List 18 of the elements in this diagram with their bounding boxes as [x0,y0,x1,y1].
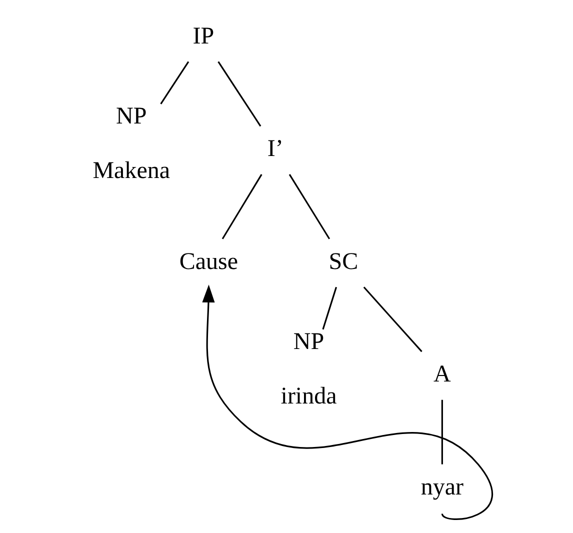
arrow [202,284,492,520]
node-text: NP [292,328,324,355]
node-label: irinda [280,384,336,410]
connector [362,286,422,352]
connector [322,286,337,330]
node-text: Cause [178,248,238,275]
connector [217,61,261,127]
node-text: NP [116,103,146,130]
node-text: nyar [420,474,463,500]
connector [160,61,189,104]
connector [221,174,262,240]
connector [440,400,442,464]
connector [288,174,330,240]
node-text: SC [328,248,358,275]
node-text: IP [192,23,214,50]
node-text: I’ [266,136,283,162]
node-label: Makena [92,158,170,184]
node-text: A [433,362,450,388]
